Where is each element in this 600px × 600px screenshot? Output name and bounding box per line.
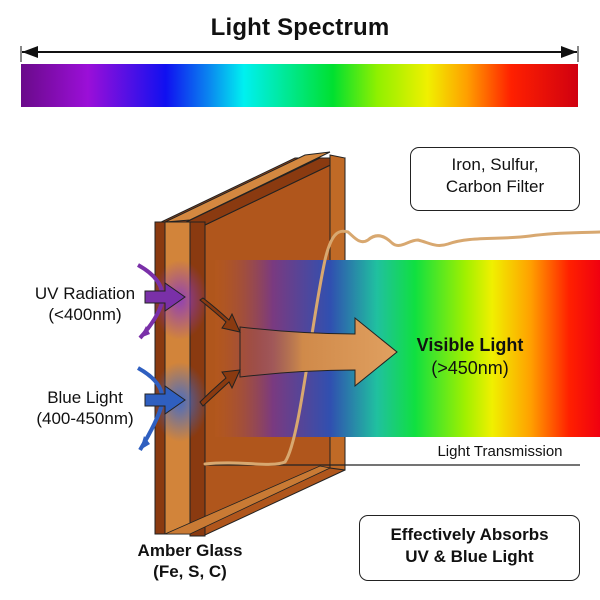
visible-label-range: (>450nm) — [431, 357, 509, 378]
blue-light-label: Blue Light (400-450nm) — [10, 387, 160, 430]
transmission-curve — [203, 229, 600, 466]
diagram-title: Light Spectrum — [210, 14, 390, 41]
blue-label-name: Blue Light — [47, 388, 123, 407]
uv-radiation-label: UV Radiation (<400nm) — [10, 283, 160, 326]
uv-arrows — [137, 263, 186, 340]
filter-callout-box: Iron, Sulfur, Carbon Filter — [410, 147, 580, 211]
refraction-arrows — [199, 297, 241, 407]
absorb-line-2: UV & Blue Light — [405, 547, 534, 567]
amber-label-elements: (Fe, S, C) — [153, 562, 227, 582]
amber-label-name: Amber Glass — [137, 541, 243, 560]
filter-line-1: Iron, Sulfur, — [451, 155, 539, 174]
absorb-line-1: Effectively Absorbs — [390, 525, 549, 544]
light-transmission-label: Light Transmission — [437, 443, 563, 460]
visible-label-name: Visible Light — [416, 335, 524, 355]
uv-label-range: (<400nm) — [48, 305, 122, 325]
uv-label-name: UV Radiation — [34, 284, 136, 303]
amber-glass-label: Amber Glass (Fe, S, C) — [110, 540, 270, 583]
filter-line-2: Carbon Filter — [445, 177, 545, 197]
absorb-callout-box: Effectively Absorbs UV & Blue Light — [359, 515, 580, 581]
spectrum-bar — [21, 64, 578, 107]
blue-label-range: (400-450nm) — [36, 409, 134, 429]
spectrum-range-arrow — [20, 46, 579, 62]
visible-light-arrow — [239, 316, 398, 388]
blue-light-arrows — [137, 366, 186, 452]
visible-light-label: Visible Light (>450nm) — [395, 334, 545, 379]
